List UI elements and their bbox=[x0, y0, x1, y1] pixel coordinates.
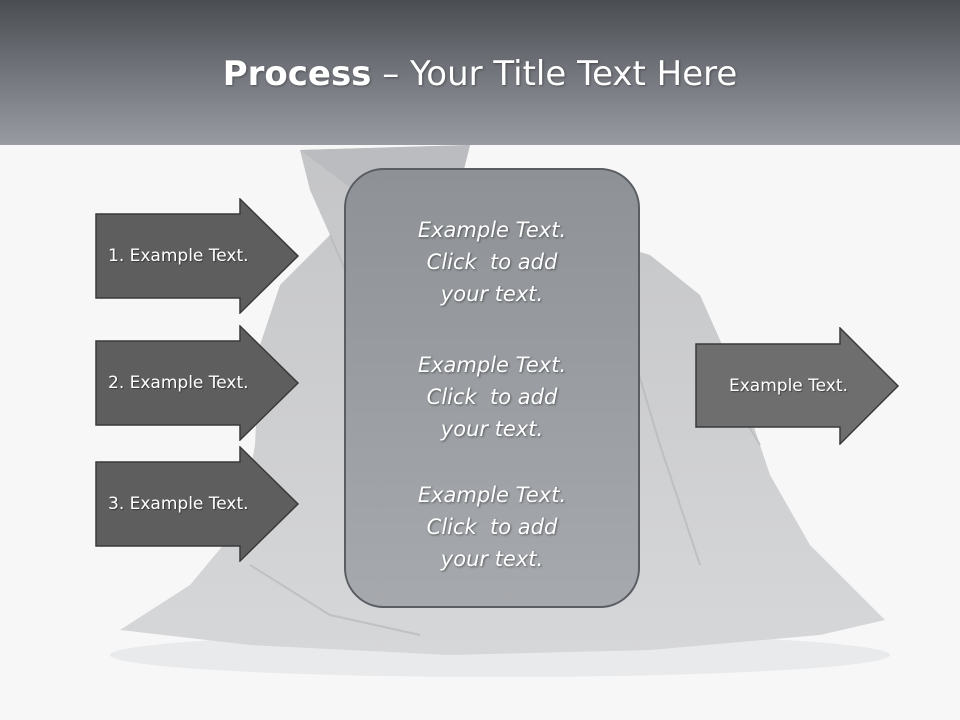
input-arrow-1[interactable]: 1. Example Text. bbox=[95, 198, 300, 314]
text-line: Example Text. bbox=[417, 353, 567, 377]
text-line: Click to add bbox=[426, 250, 558, 274]
text-line: Example Text. bbox=[417, 218, 567, 242]
arrow-right-shape bbox=[695, 327, 900, 445]
text-line: your text. bbox=[440, 282, 544, 306]
text-line: your text. bbox=[440, 547, 544, 571]
text-line: Click to add bbox=[426, 385, 558, 409]
input-arrow-label: 1. Example Text. bbox=[108, 246, 249, 266]
text-block-1[interactable]: Example Text. Click to add your text. bbox=[346, 214, 638, 310]
arrow-right-shape bbox=[95, 446, 300, 562]
input-arrow-2[interactable]: 2. Example Text. bbox=[95, 325, 300, 441]
text-line: Click to add bbox=[426, 515, 558, 539]
title-rest: – Your Title Text Here bbox=[371, 54, 738, 94]
title-bold: Process bbox=[222, 54, 372, 94]
input-arrow-3[interactable]: 3. Example Text. bbox=[95, 446, 300, 562]
arrow-right-shape bbox=[95, 198, 300, 314]
text-block-3[interactable]: Example Text. Click to add your text. bbox=[346, 479, 638, 575]
text-line: your text. bbox=[440, 417, 544, 441]
input-arrow-label: 2. Example Text. bbox=[108, 373, 249, 393]
input-arrow-label: 3. Example Text. bbox=[108, 494, 249, 514]
title-bar bbox=[0, 0, 960, 145]
output-arrow-label: Example Text. bbox=[729, 376, 848, 396]
process-box[interactable]: Example Text. Click to add your text. Ex… bbox=[344, 168, 640, 608]
arrow-right-shape bbox=[95, 325, 300, 441]
text-line: Example Text. bbox=[417, 483, 567, 507]
output-arrow[interactable]: Example Text. bbox=[695, 327, 900, 445]
text-block-2[interactable]: Example Text. Click to add your text. bbox=[346, 349, 638, 445]
slide-title[interactable]: Process – Your Title Text Here bbox=[0, 52, 960, 96]
